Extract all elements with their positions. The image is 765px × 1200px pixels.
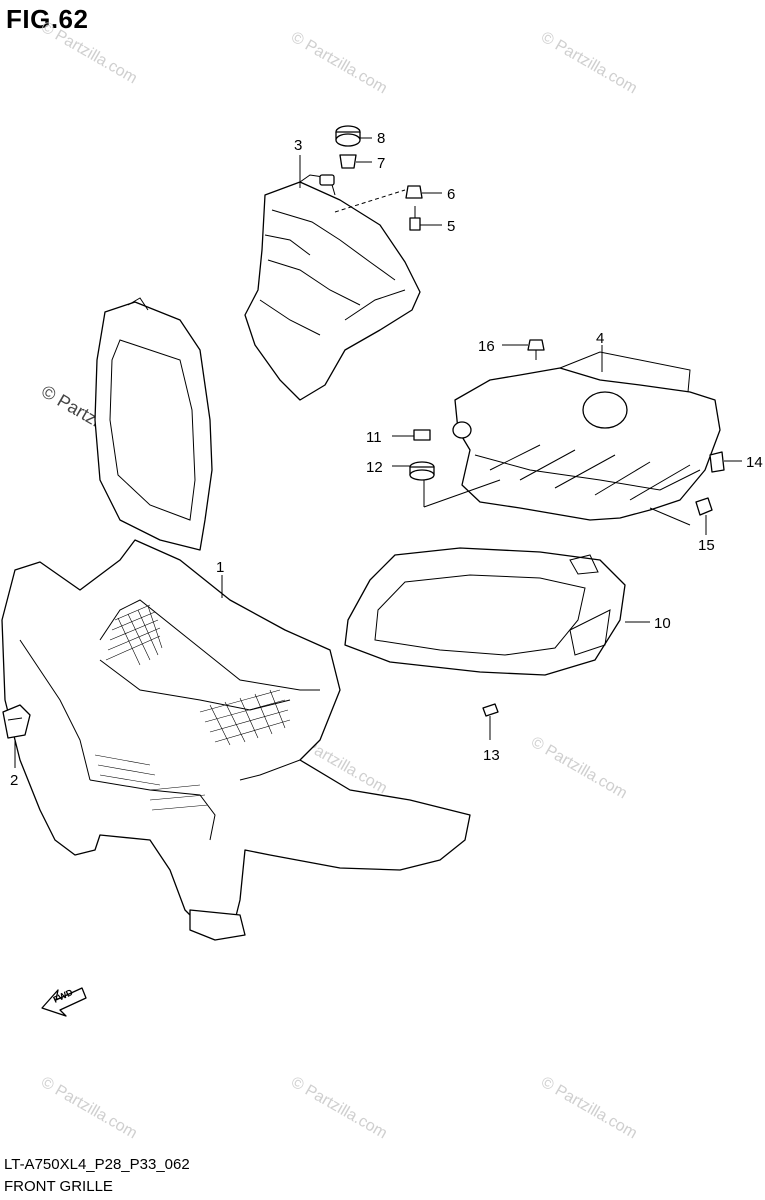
- callout-16: 16: [478, 338, 495, 355]
- callout-numbers: 1 2 3 4 5 6 7 8 10 11 12 13 14 15 16: [10, 130, 763, 789]
- watermark: © Partzilla.com: [38, 1074, 140, 1143]
- leader-lines: [14, 137, 742, 768]
- part-2-clip: [2, 704, 31, 739]
- watermark: © Partzilla.com: [538, 29, 640, 98]
- watermark: © Partzilla.com: [538, 1074, 640, 1143]
- watermark: © Partzilla.com: [38, 19, 140, 88]
- callout-6: 6: [447, 186, 455, 203]
- watermark: © Partzilla.com: [288, 1074, 390, 1143]
- callout-10: 10: [654, 615, 671, 632]
- callout-8: 8: [377, 130, 385, 147]
- figure-code: LT-A750XL4_P28_P33_062: [4, 1156, 190, 1173]
- callout-4: 4: [596, 330, 604, 347]
- watermark: © Partzilla.com: [528, 734, 630, 803]
- callout-14: 14: [746, 454, 763, 471]
- figure-title: FIG.62: [6, 4, 89, 34]
- figure-caption: FRONT GRILLE: [4, 1178, 113, 1195]
- part-3-bracket: [244, 174, 421, 401]
- callout-3: 3: [294, 137, 302, 154]
- callout-7: 7: [377, 155, 385, 172]
- hardware: [335, 125, 725, 717]
- callout-15: 15: [698, 537, 715, 554]
- callout-12: 12: [366, 459, 383, 476]
- part-1-front-bumper: [1, 539, 471, 941]
- callout-11: 11: [366, 429, 382, 446]
- part-4-tray: [452, 351, 721, 521]
- watermark: © Partzilla.com: [288, 29, 390, 98]
- part-10-grille-panel: [344, 547, 626, 676]
- mesh-pattern: [94, 604, 291, 811]
- grille-insert-upper: [94, 297, 213, 551]
- callout-2: 2: [10, 772, 18, 789]
- callout-5: 5: [447, 218, 455, 235]
- callout-1: 1: [216, 559, 224, 576]
- fwd-arrow-icon: FWD: [41, 987, 87, 1017]
- callout-13: 13: [483, 747, 500, 764]
